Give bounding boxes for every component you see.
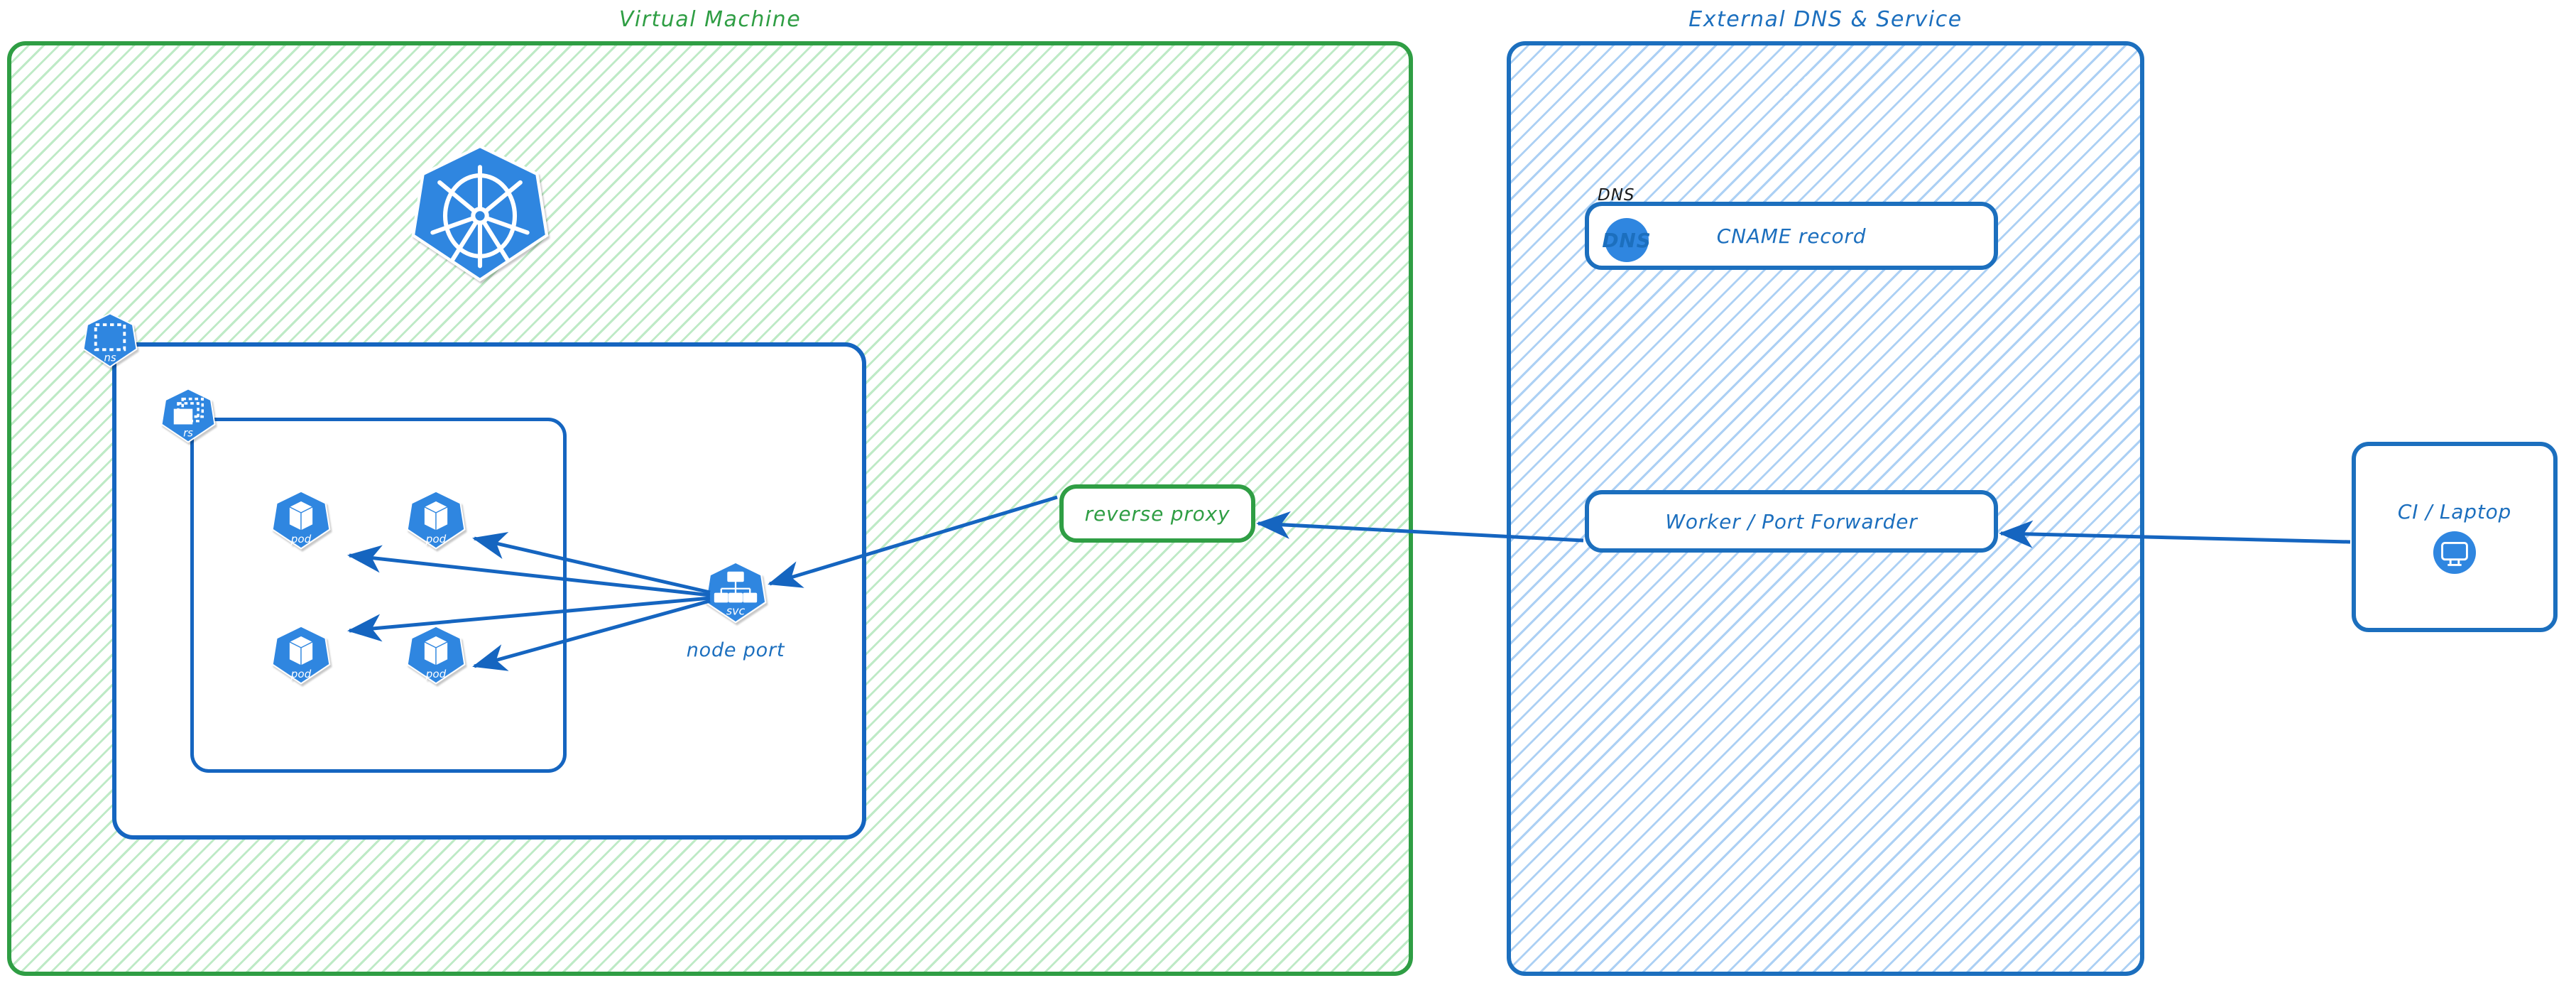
group-external-dns-service-title: External DNS & Service (1688, 7, 1963, 32)
replicaset-badge-icon: rs (160, 388, 216, 443)
reverse-proxy-box[interactable]: reverse proxy (1059, 484, 1255, 543)
node-port-caption: node port (686, 639, 785, 661)
pod-icon[interactable]: pod (406, 490, 466, 550)
worker-port-forwarder-label: Worker / Port Forwarder (1665, 509, 1918, 533)
dns-record-card[interactable]: DNS CNAME record (1585, 202, 1998, 270)
dns-card-text: CNAME record (1716, 224, 1867, 248)
ci-laptop-label: CI / Laptop (2397, 499, 2512, 523)
dns-card-title: DNS (1598, 186, 1635, 205)
desktop-monitor-icon (2433, 531, 2477, 575)
ci-laptop-box[interactable]: CI / Laptop (2352, 442, 2558, 632)
namespace-badge-icon: ns (82, 313, 138, 368)
dns-circle-icon: DNS (1602, 218, 1652, 262)
kubernetes-replicaset-box (190, 418, 567, 773)
pod-icon[interactable]: pod (406, 625, 466, 685)
service-badge-label: svc (726, 604, 746, 618)
pod-icon[interactable]: pod (271, 490, 331, 550)
pod-label: pod (425, 668, 447, 680)
pod-label: pod (290, 668, 312, 680)
reverse-proxy-label: reverse proxy (1084, 501, 1230, 526)
pod-label: pod (425, 533, 447, 545)
pod-label: pod (290, 533, 312, 545)
replicaset-badge-label: rs (183, 428, 193, 440)
namespace-badge-label: ns (104, 352, 116, 364)
service-nodeport-icon[interactable]: svc (704, 561, 767, 624)
worker-port-forwarder-box[interactable]: Worker / Port Forwarder (1585, 490, 1998, 553)
dns-circle-icon-label: DNS (1602, 228, 1652, 252)
group-virtual-machine-title: Virtual Machine (618, 7, 802, 32)
kubernetes-helm-wheel-logo (410, 143, 550, 283)
pod-icon[interactable]: pod (271, 625, 331, 685)
